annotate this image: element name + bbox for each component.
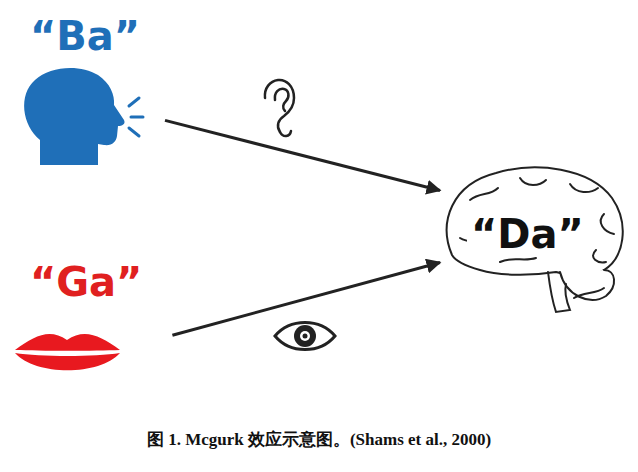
figure-node: “Ga” <box>10 258 132 375</box>
syllable-label: “Ba” <box>30 14 140 58</box>
figure-node: “Da” <box>440 165 625 315</box>
syllable-label: “Ga” <box>30 260 142 304</box>
lips-icon <box>15 334 120 370</box>
arrow-connector <box>165 120 440 190</box>
sound-lines <box>129 98 143 136</box>
syllable-label: “Da” <box>467 212 588 256</box>
brain-outline <box>447 167 623 312</box>
speaking-head-icon <box>24 68 124 165</box>
ear-icon <box>265 80 294 136</box>
arrow-connector <box>172 263 440 336</box>
eye-icon <box>275 323 335 350</box>
figure-node: “Ba” <box>15 10 145 170</box>
figure-caption: 图 1. Mcgurk 效应示意图。(Shams et al., 2000) <box>0 428 638 451</box>
